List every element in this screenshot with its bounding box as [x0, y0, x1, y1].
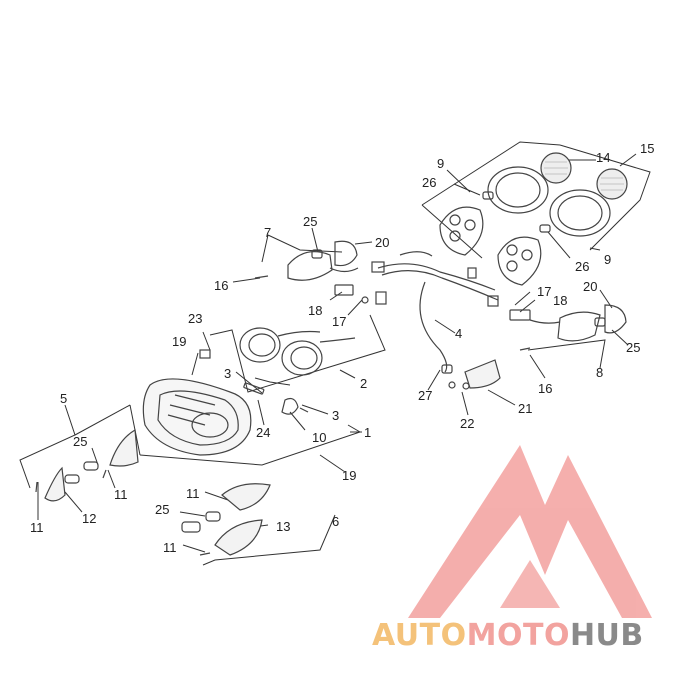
callout-4: 4	[455, 326, 462, 341]
callout-3b: 3	[332, 408, 339, 423]
callout-20a: 20	[375, 235, 389, 250]
leader-lines	[19, 141, 651, 566]
callout-labels: 1 2 3 3 4 5 6 7 8 9 9 10 11 11 11 11 12 …	[30, 141, 654, 555]
headlight-assembly	[142, 378, 309, 456]
instrument-cluster	[199, 327, 356, 376]
callout-5: 5	[60, 391, 67, 406]
callout-11a: 11	[114, 487, 128, 502]
callout-19b: 19	[342, 468, 356, 483]
front-turn-signal	[35, 429, 139, 502]
callout-11b: 11	[30, 520, 44, 535]
watermark-wordmark: AUTOMOTOHUB	[372, 618, 692, 658]
callout-26a: 26	[422, 175, 436, 190]
callout-22: 22	[460, 416, 474, 431]
callout-20b: 20	[583, 279, 597, 294]
turn-signal-left	[254, 240, 369, 304]
callout-17a: 17	[332, 314, 346, 329]
wiring-harness	[371, 251, 499, 373]
callout-7: 7	[264, 225, 271, 240]
watermark-part-moto: MOTO	[466, 618, 570, 653]
callout-23: 23	[188, 311, 202, 326]
callout-9a: 9	[437, 156, 444, 171]
callout-2: 2	[360, 376, 367, 391]
callout-27: 27	[418, 388, 432, 403]
callout-11c: 11	[186, 486, 200, 501]
callout-16b: 16	[538, 381, 552, 396]
callout-11d: 11	[163, 540, 177, 555]
callout-25c: 25	[73, 434, 87, 449]
callout-17b: 17	[537, 284, 551, 299]
callout-6: 6	[332, 514, 339, 529]
license-plate-light	[441, 359, 501, 390]
callout-18b: 18	[553, 293, 567, 308]
callout-25b: 25	[626, 340, 640, 355]
turn-signal-right	[509, 304, 627, 351]
callout-14: 14	[596, 150, 610, 165]
callout-3a: 3	[224, 366, 231, 381]
callout-12: 12	[82, 511, 96, 526]
tail-light-housing	[487, 166, 611, 237]
callout-16a: 16	[214, 278, 228, 293]
callout-24: 24	[256, 425, 270, 440]
callout-13: 13	[276, 519, 290, 534]
callout-8: 8	[596, 365, 603, 380]
callout-18a: 18	[308, 303, 322, 318]
callout-19a: 19	[172, 334, 186, 349]
callout-25d: 25	[155, 502, 169, 517]
watermark-part-auto: AUTO	[372, 618, 467, 653]
callout-9b: 9	[604, 252, 611, 267]
callout-10: 10	[312, 430, 326, 445]
watermark-part-hub: HUB	[569, 618, 644, 653]
callout-15: 15	[640, 141, 654, 156]
parts-artwork	[35, 152, 628, 556]
callout-1: 1	[364, 425, 371, 440]
lamp-holder	[439, 191, 551, 286]
callout-25a: 25	[303, 214, 317, 229]
watermark-logo-mark	[408, 445, 652, 618]
callout-26b: 26	[575, 259, 589, 274]
callout-21: 21	[518, 401, 532, 416]
lower-turn-signal	[181, 483, 271, 556]
